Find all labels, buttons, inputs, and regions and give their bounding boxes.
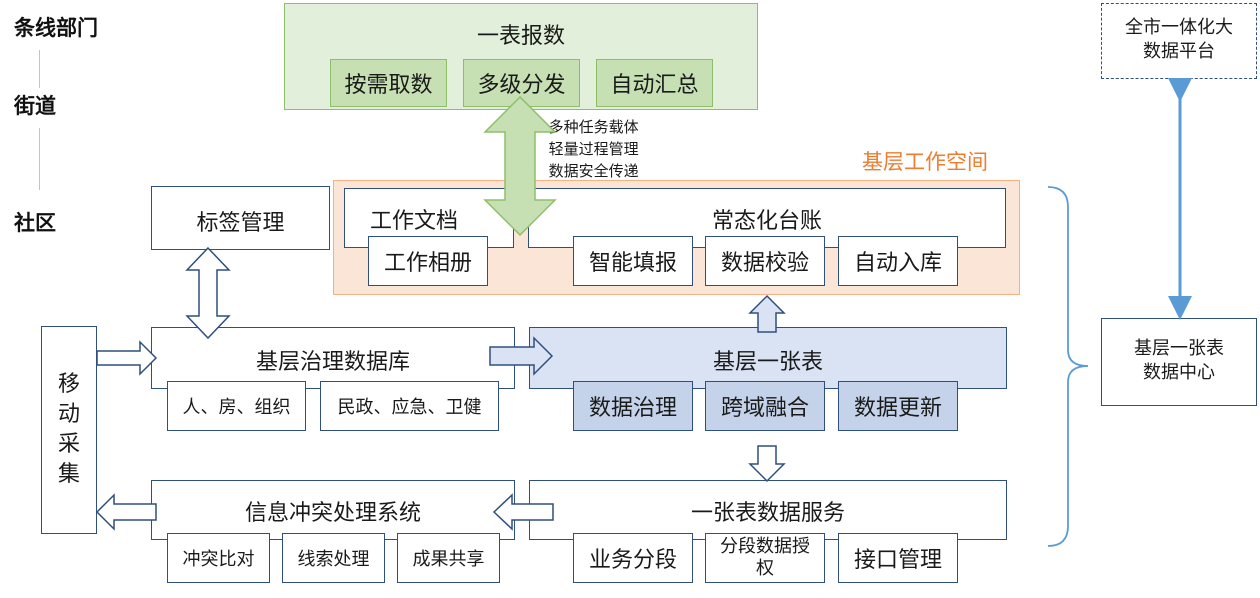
conflict-to-mobile-arrow-icon: [95, 493, 157, 531]
db-cell-people: 人、房、组织: [167, 381, 306, 431]
ledger-cell-auto-store: 自动入库: [838, 236, 958, 286]
service-cell-auth: 分段数据授权: [705, 533, 825, 583]
docs-cell-album: 工作相册: [368, 236, 488, 286]
table-to-workspace-arrow-icon: [748, 294, 786, 333]
level-divider: [39, 128, 40, 190]
report-cell-auto-summary: 自动汇总: [596, 59, 713, 107]
data-service: 一张表数据服务: [529, 480, 1007, 540]
docs-title: 工作文档: [369, 209, 458, 234]
ledger-title: 常态化台账: [711, 209, 822, 234]
tag-db-double-arrow-icon: [185, 246, 231, 340]
conflict-cell-clue: 线索处理: [282, 533, 385, 583]
conflict-system: 信息冲突处理系统: [151, 480, 515, 540]
city-data-platform: 全市一体化大 数据平台: [1101, 3, 1257, 79]
level-divider: [39, 50, 40, 88]
service-cell-segment: 业务分段: [573, 533, 693, 583]
governance-db: 基层治理数据库: [151, 327, 515, 389]
ledger-cell-smart-fill: 智能填报: [573, 236, 693, 286]
report-cell-on-demand: 按需取数: [330, 59, 447, 107]
level-label-jiedao: 街道: [14, 94, 56, 118]
mobile-collection-label: 移动采集: [57, 372, 80, 487]
table-to-service-arrow-icon: [748, 445, 786, 483]
group-brace-icon: [1047, 186, 1089, 547]
conflict-cell-share: 成果共享: [397, 533, 500, 583]
tag-management: 标签管理: [151, 186, 330, 250]
ledger-cell-validate: 数据校验: [705, 236, 825, 286]
workspace-label: 基层工作空间: [862, 150, 988, 174]
mobile-collection: 移动采集: [41, 326, 97, 534]
data-center: 基层一张表 数据中心: [1101, 318, 1257, 406]
table-cell-fusion: 跨域融合: [705, 381, 825, 431]
report-title: 一表报数: [476, 24, 565, 49]
table-cell-update: 数据更新: [838, 381, 958, 431]
level-label-tiaoxian: 条线部门: [14, 16, 98, 40]
service-cell-api: 接口管理: [838, 533, 958, 583]
table-cell-governance: 数据治理: [573, 381, 693, 431]
service-to-conflict-arrow-icon: [492, 493, 554, 531]
db-to-table-arrow-icon: [489, 336, 554, 376]
green-double-arrow-icon: [483, 95, 557, 237]
one-table: 基层一张表: [529, 327, 1007, 389]
db-cell-civil: 民政、应急、卫健: [320, 381, 499, 431]
level-label-shequ: 社区: [14, 211, 56, 235]
mobile-to-db-arrow-icon: [96, 340, 158, 376]
conflict-cell-compare: 冲突比对: [167, 533, 270, 583]
